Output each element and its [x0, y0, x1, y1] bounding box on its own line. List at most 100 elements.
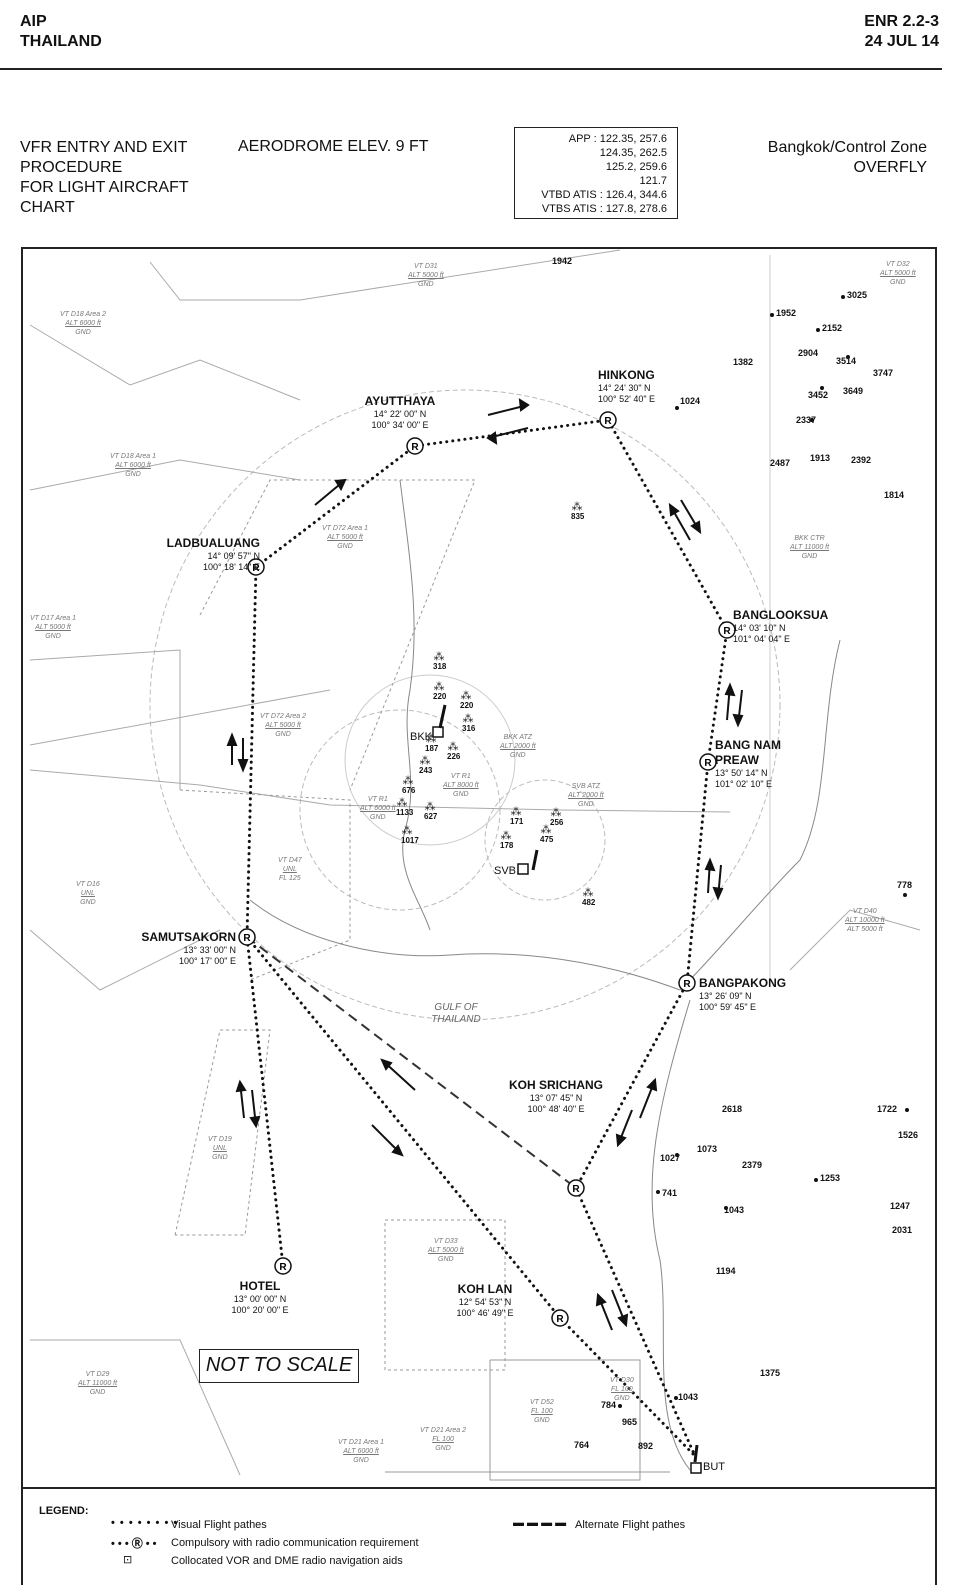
coastline [249, 899, 681, 991]
obstacle-height: 676 [402, 786, 416, 795]
airspace-label-line: ALT 2000 ft [500, 743, 536, 750]
vt-d18-boundary [29, 459, 301, 491]
direction-arrows [226, 398, 744, 1331]
point-longitude: 100° 52' 40" E [598, 394, 656, 404]
spot-elevation: 2152 [822, 323, 843, 333]
spot-elevation: 1375 [760, 1368, 781, 1378]
airspace-label-line: GND [614, 1395, 630, 1402]
airspace-label-line: VT D47 [278, 857, 302, 864]
reporting-point-symbol: R [243, 933, 251, 944]
airspace-label-line: VT D18 Area 1 [110, 453, 157, 460]
spot-elevation: 2618 [722, 1104, 743, 1114]
spot-elevation: 3649 [843, 386, 864, 396]
point-latitude: 14° 24' 30" N [598, 383, 651, 393]
spot-elevation: 1247 [890, 1201, 911, 1211]
spot-elevation: 1194 [716, 1266, 736, 1276]
obstacle-height: 475 [540, 835, 554, 844]
vt-d52-boundary [489, 1359, 641, 1481]
point-name: KOH SRICHANG [508, 1078, 603, 1092]
vt-d17-boundary [29, 689, 331, 746]
airspace-boundaries [29, 249, 921, 1481]
legend-visual-paths: Visual Flight pathes [171, 1519, 267, 1531]
airspace-label-line: GND [337, 543, 353, 550]
reporting-point-banglooksua-icon [718, 621, 736, 639]
airspace-label-line: VT D72 Area 1 [322, 525, 369, 532]
reporting-point-kohsrichang-icon [567, 1179, 585, 1197]
airspace-label-line: ALT 6000 ft [360, 805, 396, 812]
point-name: AYUTTHAYA [364, 394, 436, 408]
obstacle-symbols: ⁂⁂⁂⁂⁂⁂⁂⁂⁂⁂⁂⁂⁂⁂⁂⁂⁂ [397, 500, 594, 899]
airspace-label-line: VT D21 Area 1 [338, 1439, 385, 1446]
obstacle-icon: ⁂ [463, 712, 474, 725]
legend-title: LEGEND: [39, 1505, 89, 1517]
airspace-label-line: FL 125 [279, 875, 301, 882]
navaid-symbols [432, 726, 702, 1474]
navaid-label: BUT [703, 1461, 725, 1473]
vt-r1-circle [344, 674, 516, 846]
reporting-point-bangpakong-icon [678, 974, 696, 992]
zone-line: Bangkok/Control Zone [767, 139, 927, 156]
vt-d19-boundary [174, 1029, 271, 1236]
reporting-point-symbol: R [556, 1314, 564, 1325]
obstacle-icon: ⁂ [572, 500, 583, 513]
airspace-label-line: VT D30 [610, 1377, 634, 1384]
obstacle-height: 1017 [401, 836, 419, 845]
obstacle-icon: ⁂ [403, 774, 414, 787]
airspace-label-line: GND [801, 553, 818, 560]
obstacle-icon: ⁂ [402, 824, 413, 837]
airspace-label-line: ALT 10000 ft [845, 917, 885, 924]
airspace-label-line: ALT 5000 ft [428, 1247, 464, 1254]
obstacle-icon: ⁂ [448, 740, 459, 753]
airspace-label-line: BKK CTR [794, 535, 825, 542]
spot-elevation: 1722 [877, 1104, 898, 1114]
frequency-box: APP : 122.35, 257.6 124.35, 262.5 125.2,… [514, 127, 678, 219]
obstacle-icon: ⁂ [461, 689, 472, 702]
obstacle-icon: ⁂ [541, 823, 552, 836]
gulf-label: GULF OF [434, 1002, 478, 1013]
map-frame [21, 247, 937, 1489]
route-main [254, 418, 729, 1458]
vt-d72-boundary [199, 479, 476, 791]
point-longitude: 100° 48' 40" E [527, 1104, 585, 1114]
route-west [245, 565, 285, 1268]
obstacle-icon: ⁂ [434, 680, 445, 693]
airspace-label-line: VT R1 [367, 796, 388, 803]
obstacle-height: 226 [447, 752, 461, 761]
reporting-point-symbol: R [683, 979, 691, 990]
dotted-line-icon: • • • • • • • • [111, 1517, 179, 1529]
spot-elevation: 1913 [810, 453, 831, 463]
airspace-label-line: GND [890, 279, 906, 286]
airspace-label-line: GND [353, 1457, 369, 1464]
point-longitude: 100° 59' 45" E [699, 1002, 757, 1012]
dashed-line-icon: ▬ ▬ ▬ ▬ [513, 1517, 567, 1529]
airspace-label-line: VT D17 Area 1 [30, 615, 77, 622]
airspace-label-line: VT D40 [852, 908, 877, 915]
airspace-label-line: VT D31 [413, 263, 438, 270]
reporting-point-symbol: R [704, 758, 712, 769]
spot-elevation: 2337 [796, 415, 817, 425]
reporting-point-ayutthaya-icon [406, 437, 424, 455]
vt-r1-boundary [29, 769, 731, 813]
airspace-label-line: VT D19 [208, 1136, 232, 1143]
spot-elevation: 3514 [836, 356, 857, 366]
vt-d33-boundary [384, 1219, 506, 1371]
airspace-label-line: GND [212, 1154, 228, 1161]
chart-title-line: PROCEDURE [20, 159, 123, 176]
point-longitude: 100° 20' 00" E [231, 1305, 289, 1315]
reporting-point-symbol: R [572, 1184, 580, 1195]
point-latitude: 14° 09' 57" N [207, 551, 260, 561]
airspace-label-line: ALT 5000 ft [35, 624, 71, 631]
alternate-flight-path [246, 936, 577, 1189]
reporting-point-ladbualuang-icon [247, 558, 265, 576]
spot-elevation: 1024 [680, 396, 701, 406]
vt-d29-boundary [30, 1339, 241, 1476]
gulf-label: THAILAND [431, 1014, 481, 1025]
airspace-label-line: VT D16 [76, 881, 100, 888]
point-latitude: 14° 22' 00" N [373, 409, 427, 419]
